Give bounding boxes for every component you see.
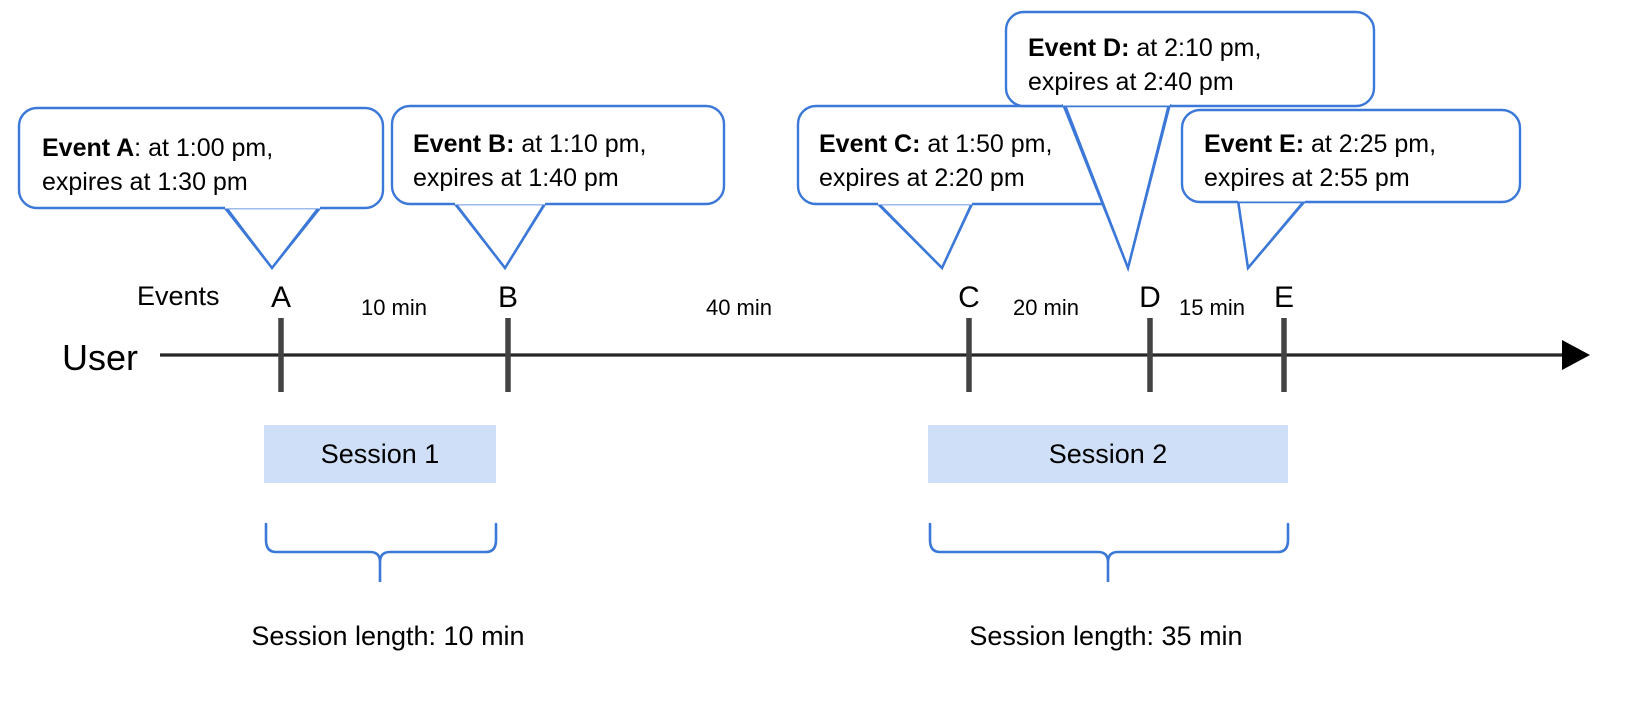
interval-label-cd: 20 min xyxy=(1013,295,1079,320)
callout-e-line2: expires at 2:55 pm xyxy=(1204,164,1410,192)
session-caption-2: Session length: 35 min xyxy=(969,621,1242,651)
session-label-1: Session 1 xyxy=(321,439,440,469)
callout-c-line1: Event C: at 1:50 pm, xyxy=(819,130,1052,158)
session-bar-2[interactable] xyxy=(928,425,1288,483)
callout-event-d[interactable]: Event D: at 2:10 pm, expires at 2:40 pm xyxy=(1004,10,1376,272)
callout-b-line2: expires at 1:40 pm xyxy=(413,164,619,192)
marker-label-c: C xyxy=(958,281,980,314)
events-row-label: Events xyxy=(137,281,220,311)
callout-a-tail xyxy=(222,204,323,270)
callout-a-line1: Event A: at 1:00 pm, xyxy=(42,134,273,162)
callout-event-b[interactable]: Event B: at 1:10 pm, expires at 1:40 pm xyxy=(390,104,726,271)
axis-row-label: User xyxy=(62,337,138,378)
callout-d-line2: expires at 2:40 pm xyxy=(1028,68,1234,96)
interval-label-de: 15 min xyxy=(1179,295,1245,320)
callout-a-box xyxy=(17,106,385,210)
session-label-2: Session 2 xyxy=(1049,439,1168,469)
callout-d-box xyxy=(1004,10,1376,108)
callout-b-line1: Event B: at 1:10 pm, xyxy=(413,130,646,158)
session-brace-1 xyxy=(264,522,498,582)
marker-label-a: A xyxy=(271,281,291,314)
marker-label-e: E xyxy=(1274,281,1294,314)
session-bar-1[interactable] xyxy=(264,425,496,483)
marker-label-d: D xyxy=(1139,281,1161,314)
session-caption-1: Session length: 10 min xyxy=(251,621,524,651)
callout-e-tail xyxy=(1236,198,1308,271)
callout-event-a[interactable]: Event A: at 1:00 pm, expires at 1:30 pm xyxy=(17,106,385,270)
interval-label-bc: 40 min xyxy=(706,295,772,320)
session-brace-2 xyxy=(928,522,1290,582)
interval-label-ab: 10 min xyxy=(361,295,427,320)
axis-arrow-icon xyxy=(1562,340,1590,370)
callout-event-c[interactable]: Event C: at 1:50 pm, expires at 2:20 pm xyxy=(796,104,1140,271)
callout-d-line1: Event D: at 2:10 pm, xyxy=(1028,34,1261,62)
callout-e-box xyxy=(1180,108,1522,204)
callout-event-e[interactable]: Event E: at 2:25 pm, expires at 2:55 pm xyxy=(1180,108,1522,271)
callout-c-line2: expires at 2:20 pm xyxy=(819,164,1025,192)
marker-label-b: B xyxy=(498,281,518,314)
callout-b-box xyxy=(390,104,726,206)
callout-b-tail xyxy=(452,201,548,271)
callout-e-line1: Event E: at 2:25 pm, xyxy=(1204,130,1436,158)
callout-a-line2: expires at 1:30 pm xyxy=(42,168,248,196)
